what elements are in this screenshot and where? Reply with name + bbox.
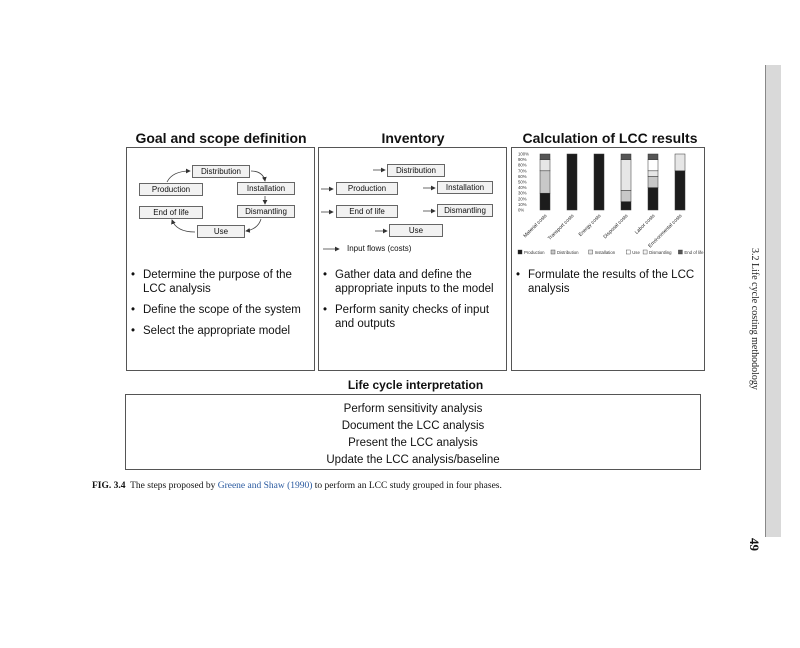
node-use: Use	[389, 224, 443, 237]
y-tick-label: 90%	[518, 157, 527, 162]
bar-segment	[620, 201, 632, 211]
node-production: Production	[139, 183, 203, 196]
y-tick-label: 40%	[518, 185, 527, 190]
x-tick-label: Disposal costs	[602, 213, 629, 240]
bar-segment	[647, 153, 659, 160]
x-tick-label: Material costs	[522, 213, 548, 239]
y-tick-label: 20%	[518, 196, 527, 201]
inventory-input-arrows	[321, 167, 436, 252]
y-tick-label: 100%	[518, 152, 529, 157]
interpretation-panel: Perform sensitivity analysis Document th…	[125, 394, 701, 470]
interpretation-line: Perform sensitivity analysis	[343, 403, 483, 415]
bar-segment	[593, 153, 605, 211]
legend-label: Production	[524, 250, 545, 255]
node-distribution: Distribution	[387, 164, 445, 177]
bar-segment	[647, 170, 659, 177]
legend-swatch	[517, 249, 523, 255]
node-dismantling: Dismantling	[437, 204, 493, 217]
bar-segment	[647, 187, 659, 211]
y-tick-label: 80%	[518, 163, 527, 168]
x-tick-label: Transport costs	[547, 213, 576, 242]
goal-scope-cycle-arrows	[166, 168, 268, 233]
bar-segment	[620, 190, 632, 202]
bullet-item: Determine the purpose of the LCC analysi…	[127, 268, 312, 296]
page-edge-bar	[765, 65, 781, 537]
legend-swatch	[550, 249, 556, 255]
bar-segment	[674, 153, 686, 172]
node-use: Use	[197, 225, 245, 238]
bullet-item: Define the scope of the system	[127, 303, 312, 317]
lcc-stacked-bar-chart: 100%90%80%70%60%50%40%30%20%10%0%Materia…	[517, 152, 704, 255]
inventory-bullets: Gather data and define the appropriate i…	[319, 268, 504, 338]
node-dismantling: Dismantling	[237, 205, 295, 218]
y-tick-label: 0%	[518, 208, 524, 213]
bar-segment	[620, 153, 632, 160]
interpretation-line: Update the LCC analysis/baseline	[326, 454, 500, 466]
legend-label: Distribution	[557, 250, 579, 255]
y-tick-label: 50%	[518, 180, 527, 185]
legend-label: End of life	[684, 250, 704, 255]
bullet-item: Formulate the results of the LCC analysi…	[512, 268, 702, 296]
figure-label: FIG. 3.4	[92, 481, 126, 491]
node-end-of-life: End of life	[139, 206, 203, 219]
bullet-item: Perform sanity checks of input and outpu…	[319, 303, 504, 331]
bar-segment	[674, 170, 686, 211]
y-tick-label: 30%	[518, 191, 527, 196]
bullet-item: Gather data and define the appropriate i…	[319, 268, 504, 296]
bar-segment	[539, 170, 551, 194]
bar-segment	[539, 153, 551, 160]
bar-segment	[620, 159, 632, 191]
bar-segment	[647, 159, 659, 172]
legend-swatch	[678, 249, 683, 255]
bar-segment	[539, 159, 551, 172]
figure-caption: FIG. 3.4 The steps proposed by Greene an…	[92, 481, 742, 491]
legend-label: Installation	[595, 250, 616, 255]
calculation-bullets: Formulate the results of the LCC analysi…	[512, 268, 702, 303]
x-tick-label: Energy costs	[578, 213, 603, 238]
node-installation: Installation	[437, 181, 493, 194]
citation-link[interactable]: Greene and Shaw (1990)	[217, 481, 313, 491]
x-tick-label: Labor costs	[634, 213, 657, 236]
inventory-panel: Distribution Production Installation End…	[318, 147, 507, 371]
goal-scope-panel: Distribution Production Installation End…	[126, 147, 315, 371]
caption-text: to perform an LCC study grouped in four …	[314, 481, 502, 491]
interpretation-line: Present the LCC analysis	[348, 437, 478, 449]
bar-segment	[566, 153, 578, 211]
bar-segment	[539, 192, 551, 211]
legend-swatch	[642, 249, 648, 255]
interpretation-title: Life cycle interpretation	[347, 378, 484, 392]
caption-text: The steps proposed by	[130, 481, 216, 491]
y-tick-label: 10%	[518, 202, 527, 207]
legend-swatch	[625, 249, 631, 255]
node-distribution: Distribution	[192, 165, 250, 178]
legend-label: Use	[632, 250, 640, 255]
interpretation-line: Document the LCC analysis	[341, 420, 485, 432]
node-installation: Installation	[237, 182, 295, 195]
y-tick-label: 70%	[518, 168, 527, 173]
page-number: 49	[747, 538, 762, 551]
node-end-of-life: End of life	[336, 205, 398, 218]
legend-label: Dismantling	[649, 250, 672, 255]
running-head: 3.2 Life cycle costing methodology	[749, 248, 760, 390]
goal-scope-bullets: Determine the purpose of the LCC analysi…	[127, 268, 312, 345]
bullet-item: Select the appropriate model	[127, 324, 312, 338]
legend-swatch	[588, 249, 593, 255]
goal-scope-title: Goal and scope definition	[135, 130, 307, 146]
bar-segment	[647, 176, 659, 188]
inventory-title: Inventory	[381, 130, 445, 146]
calculation-panel: 100%90%80%70%60%50%40%30%20%10%0%Materia…	[511, 147, 705, 371]
input-flows-legend: Input flows (costs)	[347, 244, 412, 253]
calculation-title: Calculation of LCC results	[522, 130, 698, 146]
y-tick-label: 60%	[518, 174, 527, 179]
node-production: Production	[336, 182, 398, 195]
